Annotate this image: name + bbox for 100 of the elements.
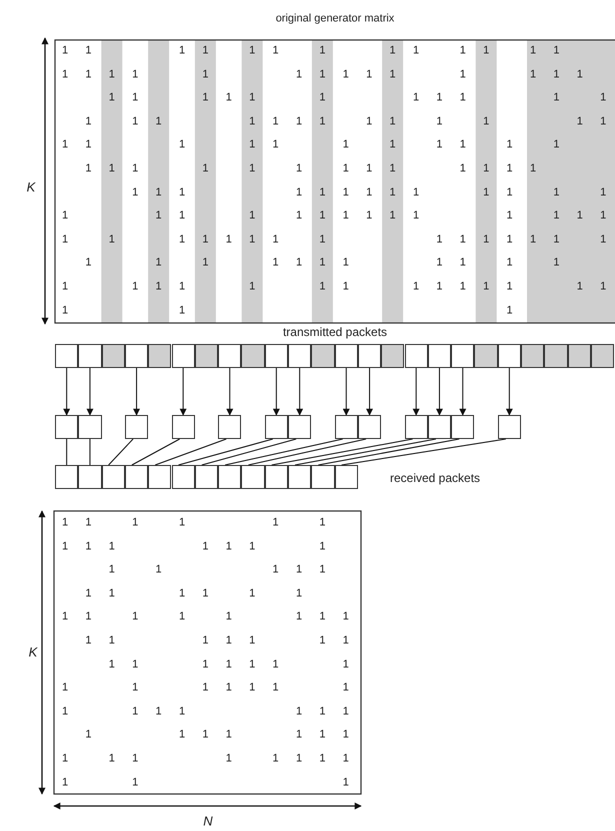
matrix-entry: 1 (460, 69, 466, 80)
packet-box (55, 465, 78, 489)
matrix-entry: 1 (296, 210, 302, 222)
matrix-entry: 1 (178, 612, 186, 623)
matrix-entry: 1 (319, 282, 326, 292)
matrix-entry: 1 (249, 234, 256, 246)
matrix-entry: 1 (272, 659, 279, 670)
packet-box (78, 415, 102, 439)
matrix-entry: 1 (62, 69, 68, 80)
matrix-entry: 1 (319, 518, 326, 528)
matrix-entry: 1 (506, 258, 513, 269)
packet-box (102, 344, 125, 368)
packet-box (381, 344, 404, 368)
packet-box (218, 465, 242, 489)
matrix-entry: 1 (553, 46, 560, 56)
matrix-entry: 1 (62, 754, 68, 764)
matrix-entry: 1 (249, 116, 256, 128)
packet-box (428, 415, 452, 439)
matrix-entry: 1 (132, 518, 138, 528)
matrix-entry: 1 (85, 636, 92, 646)
matrix-entry: 1 (85, 116, 92, 128)
packet-box (172, 415, 195, 439)
matrix-entry: 1 (460, 92, 466, 104)
arrow (506, 368, 513, 416)
matrix-entry: 1 (178, 588, 186, 600)
matrix-entry: 1 (272, 754, 279, 764)
packet-box (264, 465, 288, 489)
matrix-entry: 1 (390, 140, 396, 151)
packet-box (404, 415, 428, 439)
matrix-entry: 1 (319, 706, 326, 718)
matrix-entry: 1 (483, 234, 490, 246)
matrix-entry: 1 (226, 234, 232, 246)
matrix-entry: 1 (553, 258, 560, 269)
arrow (366, 368, 374, 416)
matrix-entry: 1 (576, 210, 583, 222)
matrix-entry: 1 (202, 636, 208, 646)
matrix-entry: 1 (460, 282, 466, 292)
matrix-entry: 1 (483, 187, 490, 198)
matrix-entry: 1 (296, 164, 302, 174)
matrix-entry: 1 (366, 69, 372, 80)
matrix-entry: 1 (62, 234, 68, 246)
matrix-entry: 1 (576, 282, 583, 292)
matrix-entry: 1 (249, 46, 256, 56)
matrix-entry: 1 (108, 69, 115, 80)
packet-box (264, 344, 288, 368)
connector-line (89, 438, 90, 466)
packet-box (451, 415, 474, 439)
connector-line (271, 438, 414, 466)
matrix-entry: 1 (85, 541, 92, 552)
matrix-entry: 1 (319, 46, 326, 56)
connector-line (154, 438, 227, 466)
matrix-entry: 1 (226, 636, 232, 646)
matrix-entry: 1 (436, 140, 442, 151)
matrix-entry: 1 (202, 92, 208, 104)
packet-box (498, 415, 521, 439)
matrix-entry: 1 (412, 210, 420, 222)
matrix-entry: 1 (62, 706, 68, 718)
matrix-entry: 1 (132, 282, 138, 292)
matrix-entry: 1 (460, 164, 466, 174)
matrix-entry: 1 (85, 612, 92, 623)
matrix-entry: 1 (202, 234, 208, 246)
matrix-entry: 1 (249, 92, 256, 104)
matrix-entry: 1 (390, 164, 396, 174)
matrix-entry: 1 (342, 754, 349, 764)
matrix-entry: 1 (178, 706, 186, 718)
matrix-entry: 1 (390, 210, 396, 222)
matrix-entry: 1 (412, 46, 420, 56)
matrix-entry: 1 (600, 116, 606, 128)
matrix-entry: 1 (156, 282, 162, 292)
connector-line (341, 438, 506, 466)
matrix-entry: 1 (296, 588, 302, 600)
matrix-entry: 1 (319, 210, 326, 222)
matrix-entry: 1 (342, 682, 349, 694)
matrix-entry: 1 (272, 682, 279, 694)
matrix-entry: 1 (553, 234, 560, 246)
matrix-entry: 1 (132, 116, 138, 128)
matrix-entry: 1 (202, 69, 208, 80)
packet-box (55, 344, 78, 368)
packet-box (55, 415, 78, 439)
packet-box (264, 415, 288, 439)
matrix-entry: 1 (178, 140, 186, 151)
matrix-entry: 1 (272, 140, 279, 151)
matrix-entry: 1 (342, 140, 349, 151)
matrix-entry: 1 (342, 164, 349, 174)
matrix-entry: 1 (156, 564, 162, 576)
packet-box (124, 415, 148, 439)
matrix-entry: 1 (342, 636, 349, 646)
matrix-entry: 1 (178, 305, 186, 316)
matrix-entry: 1 (319, 754, 326, 764)
matrix-entry: 1 (202, 659, 208, 670)
matrix-entry: 1 (62, 518, 68, 528)
matrix-entry: 1 (249, 140, 256, 151)
matrix-entry: 1 (108, 754, 115, 764)
connector-line (178, 438, 274, 466)
matrix-entry: 1 (319, 730, 326, 741)
matrix-entry: 1 (226, 730, 232, 741)
packet-box (451, 344, 474, 368)
packet-box (194, 344, 218, 368)
packet-box (498, 344, 521, 368)
packet-box (358, 344, 382, 368)
